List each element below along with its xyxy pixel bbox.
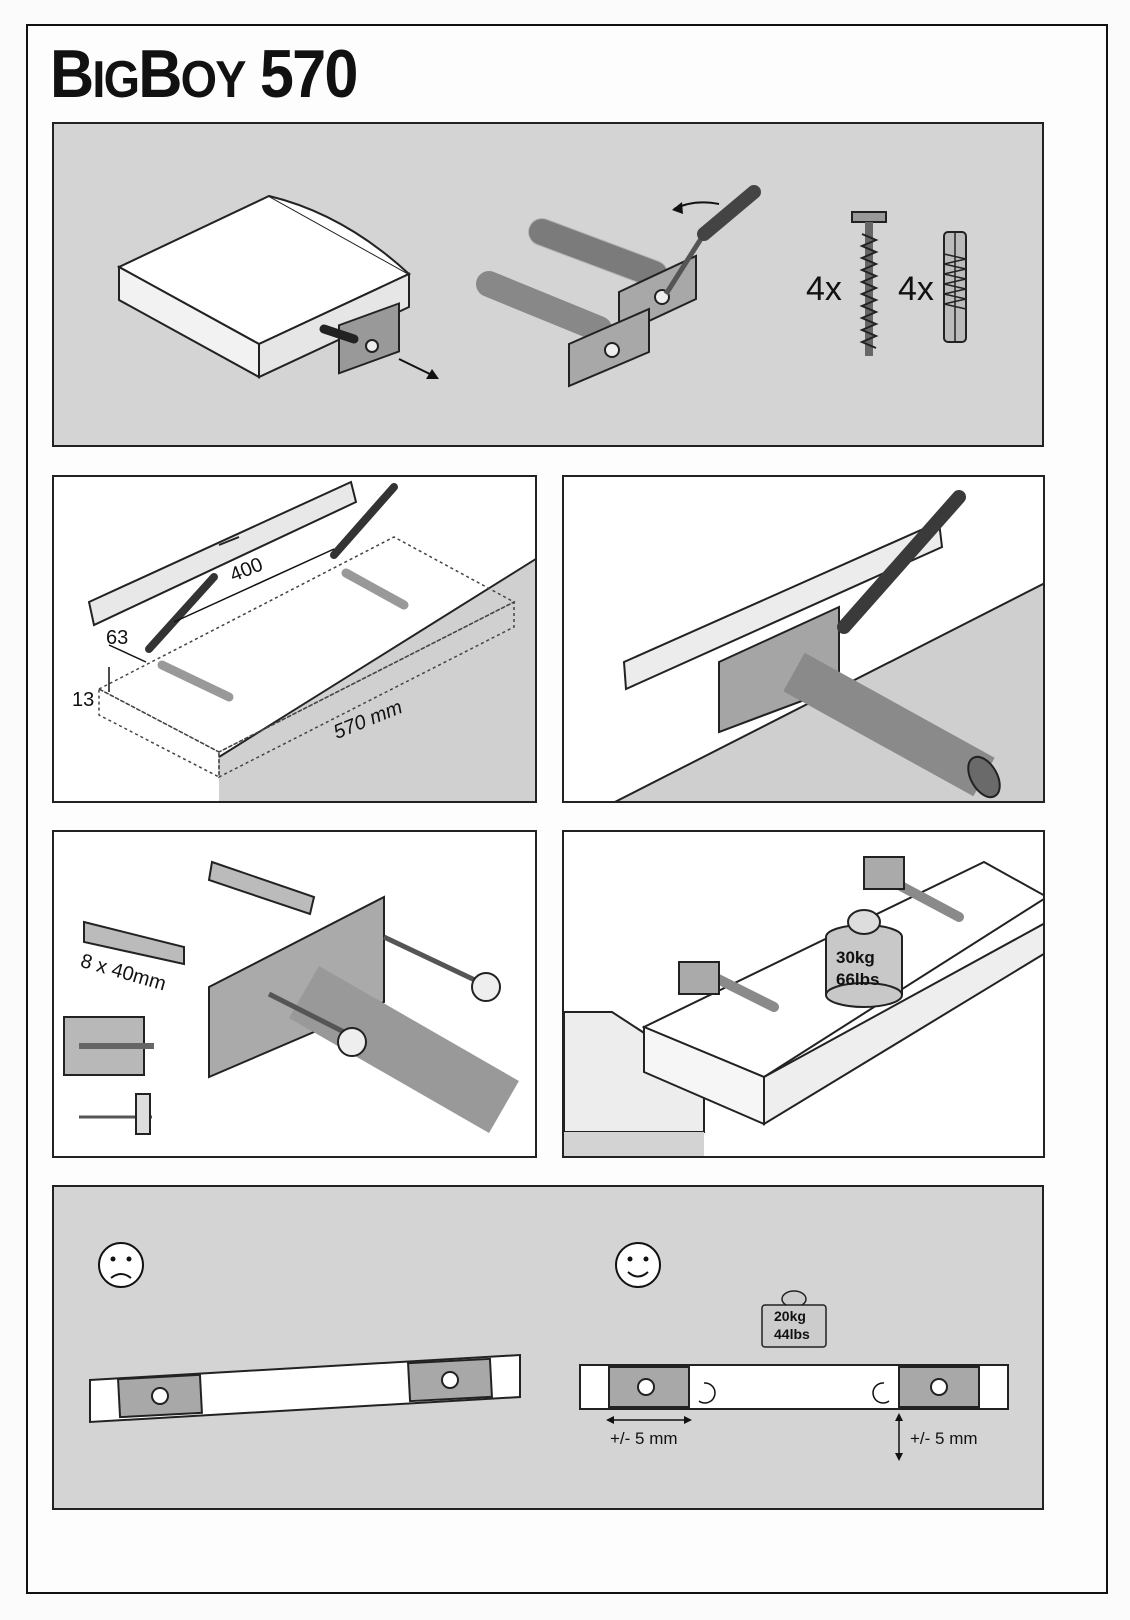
weight-lbs-label: 44lbs [774,1326,810,1342]
load-kg-label: 30kg [836,948,875,967]
parts-illustration [116,185,967,388]
screw-drawing [851,211,887,356]
weight-kg-label: 20kg [774,1308,806,1324]
alignment-illustration [89,1242,1009,1461]
level-bracket-illustration [614,490,1043,801]
dimension-left-offset: 63 [106,627,129,649]
plug-count-label: 4x [898,270,934,308]
wall-plug-drawing [943,231,967,343]
misaligned-brackets-drawing [89,1353,521,1424]
bracket-rods-drawing [476,185,761,388]
aligned-brackets-drawing [579,1364,1009,1461]
panel-plugs-screws: 8 x 40mm [52,830,537,1158]
sad-face-icon [98,1242,144,1288]
screw-count-label: 4x [806,270,842,308]
panel-alignment-tolerance: 20kg 44lbs +/- 5 mm +/- 5 mm [52,1185,1044,1510]
panel-level-bracket [562,475,1045,803]
product-title: BIGBOY 570 [50,36,358,112]
marking-illustration [87,480,535,801]
load-capacity-illustration [564,856,1043,1156]
happy-face-icon [615,1242,661,1288]
weight-icon [761,1290,827,1348]
panel-parts-overview: 4x 4x [52,122,1044,447]
panel-load-capacity: 30kg 66lbs [562,830,1045,1158]
load-lbs-label: 66lbs [836,970,880,989]
plugs-screws-illustration [63,860,519,1135]
dimension-height-offset: 13 [72,689,95,711]
shelf-board-drawing [116,194,439,379]
horizontal-tolerance-label: +/- 5 mm [610,1429,678,1448]
panel-marking-dimensions: 400 63 13 570 mm [52,475,537,803]
vertical-tolerance-label: +/- 5 mm [910,1429,978,1448]
